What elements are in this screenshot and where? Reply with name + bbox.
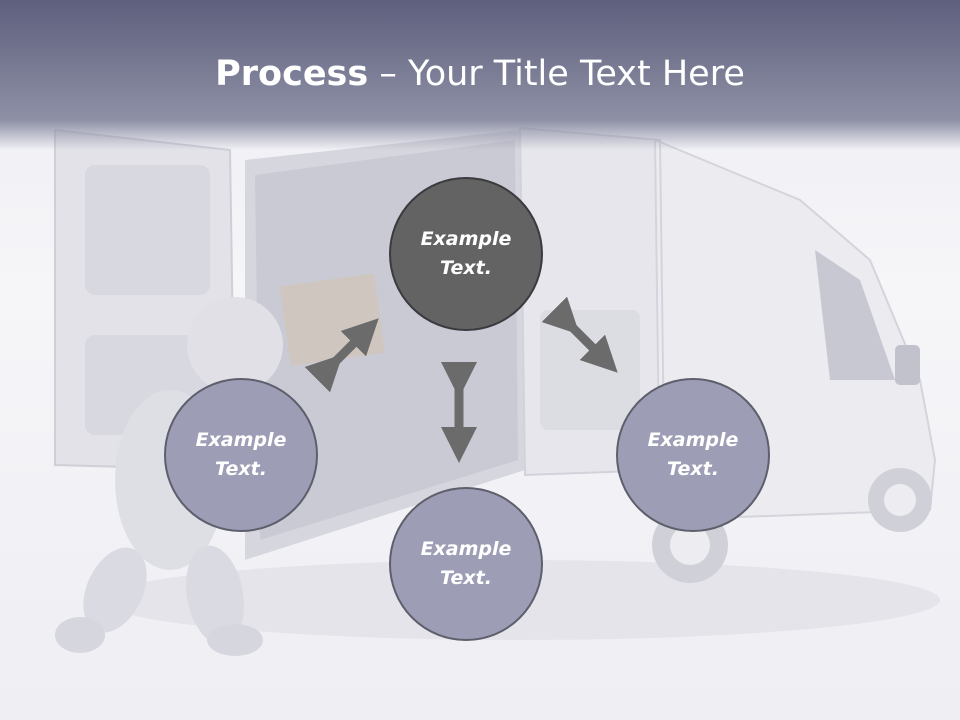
title-bold: Process — [215, 54, 369, 94]
double-arrow-top-right — [541, 296, 618, 373]
node-top-label: Example Text. — [420, 228, 512, 279]
title-bar — [0, 0, 960, 150]
process-node-bottom[interactable]: Example Text. — [389, 487, 543, 641]
process-node-left[interactable]: Example Text. — [164, 378, 318, 532]
title-rest: – Your Title Text Here — [368, 54, 745, 94]
process-node-top[interactable]: Example Text. — [389, 177, 543, 331]
node-left-label: Example Text. — [195, 429, 287, 480]
node-right-label: Example Text. — [647, 429, 739, 480]
node-bottom-label: Example Text. — [420, 538, 512, 589]
page-title: Process – Your Title Text Here — [0, 54, 960, 94]
process-node-right[interactable]: Example Text. — [616, 378, 770, 532]
double-arrow-top-left — [304, 318, 379, 393]
